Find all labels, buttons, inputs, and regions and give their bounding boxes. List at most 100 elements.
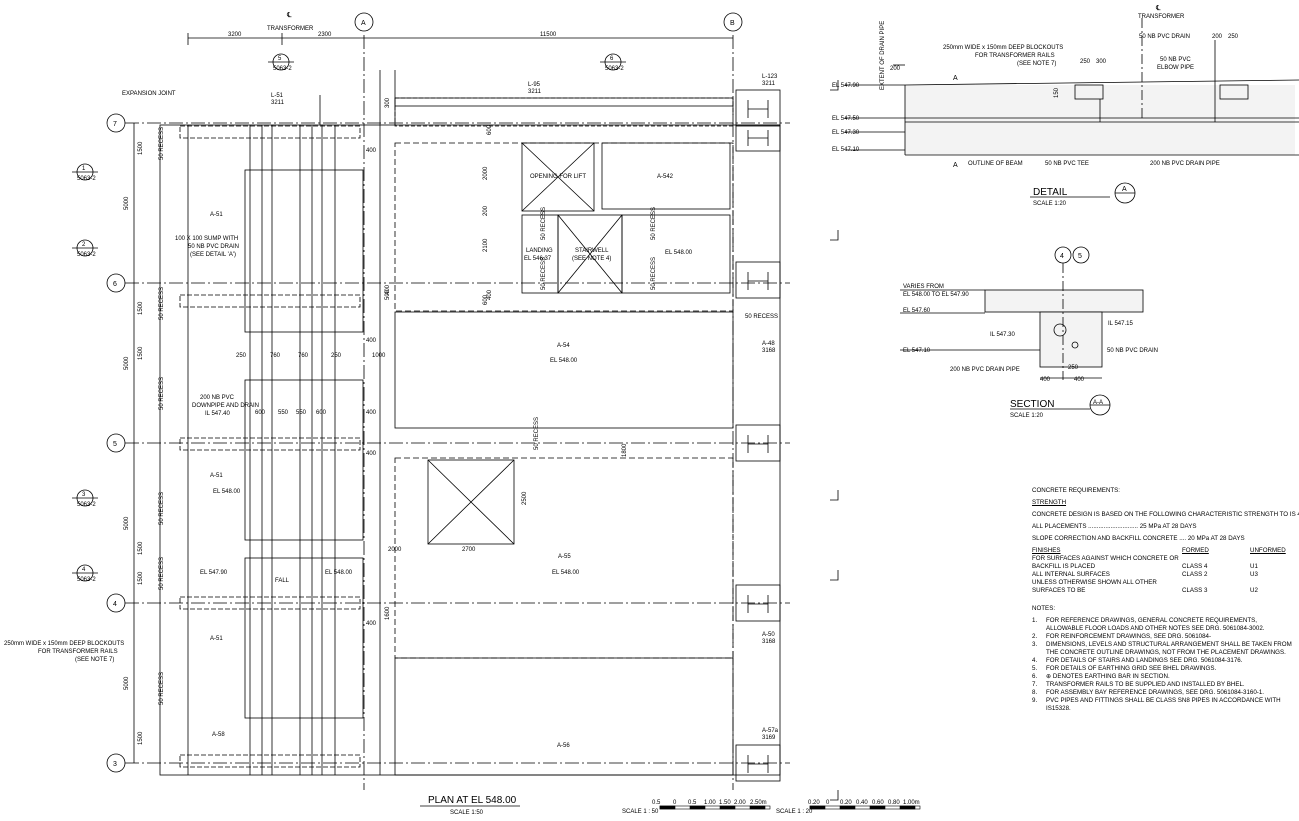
note-item: 6.⊕ DENOTES EARTHING BAR IN SECTION. xyxy=(1032,673,1170,680)
strength-text: CONCRETE DESIGN IS BASED ON THE FOLLOWIN… xyxy=(1032,511,1299,518)
tag-l51: L-51 xyxy=(271,93,284,99)
concrete-notes: CONCRETE REQUIREMENTS: STRENGTH CONCRETE… xyxy=(1032,487,1299,713)
detail-outline: OUTLINE OF BEAM xyxy=(968,161,1023,167)
scale-bar-group xyxy=(659,805,921,810)
detail-mark: A xyxy=(1122,186,1127,193)
strength-heading: STRENGTH xyxy=(1032,499,1067,506)
svg-text:0.20: 0.20 xyxy=(840,800,852,806)
formed-heading: FORMED xyxy=(1182,547,1209,554)
svg-text:1500: 1500 xyxy=(138,346,144,360)
detail-cl-symbol: ℄ xyxy=(1155,5,1161,12)
finish-row: FOR SURFACES AGAINST WHICH CONCRETE OR xyxy=(1032,555,1179,562)
svg-text:0.60: 0.60 xyxy=(872,800,884,806)
note-item: 7.TRANSFORMER RAILS TO BE SUPPLIED AND I… xyxy=(1032,681,1245,688)
el-548-5: EL 548.00 xyxy=(325,570,353,576)
detail-drain-50: 50 NB PVC DRAIN xyxy=(1139,34,1190,40)
svg-text:760: 760 xyxy=(298,353,309,359)
top-mark-6-ref: 5063-2 xyxy=(605,66,624,72)
svg-text:0.5: 0.5 xyxy=(652,800,661,806)
grid-bubble-3 xyxy=(106,753,126,773)
section-scale: SCALE 1:20 xyxy=(1010,413,1044,419)
svg-text:250: 250 xyxy=(1228,34,1239,40)
svg-text:3168: 3168 xyxy=(762,348,776,354)
grid-label-b: B xyxy=(730,20,735,27)
detail-cut-a-2: A xyxy=(953,162,958,169)
left-dims: 1500 5000 1500 5000 1500 5000 1500 1500 … xyxy=(124,141,144,745)
panel-a58: A-58 xyxy=(212,732,225,738)
svg-text:1500: 1500 xyxy=(138,301,144,315)
top-mark-5: 5 xyxy=(278,56,282,62)
section-level-3: EL 547.10 xyxy=(903,348,931,354)
svg-text:1500: 1500 xyxy=(138,571,144,585)
svg-text:300: 300 xyxy=(385,97,391,108)
svg-text:50 RECESS: 50 RECESS xyxy=(651,207,657,240)
grid-label-5: 5 xyxy=(113,441,117,448)
detail-blockouts: 250mm WIDE x 150mm DEEP BLOCKOUTS xyxy=(943,45,1063,51)
svg-text:5000: 5000 xyxy=(124,676,130,690)
panel-a51-1: A-51 xyxy=(210,212,223,218)
note-item: 8.FOR ASSEMBLY BAY REFERENCE DRAWINGS, S… xyxy=(1032,689,1265,696)
svg-text:1500: 1500 xyxy=(138,731,144,745)
svg-text:760: 760 xyxy=(270,353,281,359)
svg-text:0.5: 0.5 xyxy=(688,800,697,806)
svg-text:50 RECESS: 50 RECESS xyxy=(541,257,547,290)
svg-text:50 NB PVC DRAIN: 50 NB PVC DRAIN xyxy=(188,244,239,250)
grid-label-6: 6 xyxy=(113,281,117,288)
finish-row: UNLESS OTHERWISE SHOWN ALL OTHER xyxy=(1032,579,1157,586)
recess-labels: 50 RECESS 50 RECESS 50 RECESS 50 RECESS … xyxy=(159,127,778,705)
svg-text:400: 400 xyxy=(366,621,377,627)
svg-text:550: 550 xyxy=(278,410,289,416)
grid-bubble-b xyxy=(723,12,743,32)
blockout-note: 250mm WIDE x 150mm DEEP BLOCKOUTS xyxy=(4,641,124,647)
section-aa-drawing xyxy=(900,246,1144,416)
scale-bar-1-label: SCALE 1 : 50 xyxy=(622,809,659,815)
svg-text:0.80: 0.80 xyxy=(888,800,900,806)
svg-text:(SEE NOTE 4): (SEE NOTE 4) xyxy=(572,256,611,262)
svg-text:200: 200 xyxy=(890,66,901,72)
svg-text:DOWNPIPE AND DRAIN: DOWNPIPE AND DRAIN xyxy=(192,403,259,409)
svg-text:0.40: 0.40 xyxy=(856,800,868,806)
fall-label: FALL xyxy=(275,578,290,584)
svg-text:600: 600 xyxy=(487,124,493,135)
svg-text:2700: 2700 xyxy=(462,547,476,553)
panel-a51-3: A-51 xyxy=(210,636,223,642)
tag-a48: A-48 xyxy=(762,341,775,347)
svg-text:FOR TRANSFORMER RAILS: FOR TRANSFORMER RAILS xyxy=(38,649,118,655)
finishes-heading: FINISHES xyxy=(1032,547,1061,554)
panel-a54: A-54 xyxy=(557,343,570,349)
top-dim-2: 2300 xyxy=(318,32,332,38)
detail-extent: EXTENT OF DRAIN PIPE xyxy=(880,21,886,90)
svg-text:3211: 3211 xyxy=(271,100,285,106)
section-mark-1: 1 xyxy=(82,166,86,172)
section-level-4: IL 547.15 xyxy=(1108,321,1133,327)
section-mark-4: 4 xyxy=(82,567,86,573)
svg-text:50 RECESS: 50 RECESS xyxy=(745,314,778,320)
svg-text:2000: 2000 xyxy=(388,547,402,553)
svg-text:600: 600 xyxy=(316,410,327,416)
svg-text:3211: 3211 xyxy=(528,89,542,95)
top-dim-1: 3200 xyxy=(228,32,242,38)
svg-text:50 RECESS: 50 RECESS xyxy=(159,287,165,320)
section-mark-2: 2 xyxy=(82,242,86,248)
detail-a-drawing xyxy=(845,18,1299,204)
plan-scale: SCALE 1:50 xyxy=(450,810,484,816)
section-mark-3-ref: 5063-2 xyxy=(77,502,96,508)
detail-level-2: EL 547.50 xyxy=(832,116,860,122)
all-placements: ALL PLACEMENTS .........................… xyxy=(1032,523,1197,530)
svg-text:200: 200 xyxy=(1212,34,1223,40)
section-mark-3: 3 xyxy=(82,492,86,498)
el-548-2: EL 548.00 xyxy=(550,358,578,364)
detail-level-4: EL 547.10 xyxy=(832,147,860,153)
lift-opening xyxy=(521,142,595,212)
notes-heading: NOTES: xyxy=(1032,605,1056,612)
svg-text:1500: 1500 xyxy=(138,141,144,155)
svg-text:200: 200 xyxy=(483,205,489,216)
svg-text:500: 500 xyxy=(385,289,391,300)
sump-note-1: 100 X 100 SUMP WITH xyxy=(175,236,238,242)
svg-text:0: 0 xyxy=(826,800,830,806)
tag-a50: A-50 xyxy=(762,632,775,638)
panel-a56: A-56 xyxy=(557,743,570,749)
svg-text:50 RECESS: 50 RECESS xyxy=(159,492,165,525)
svg-text:50 RECESS: 50 RECESS xyxy=(651,257,657,290)
